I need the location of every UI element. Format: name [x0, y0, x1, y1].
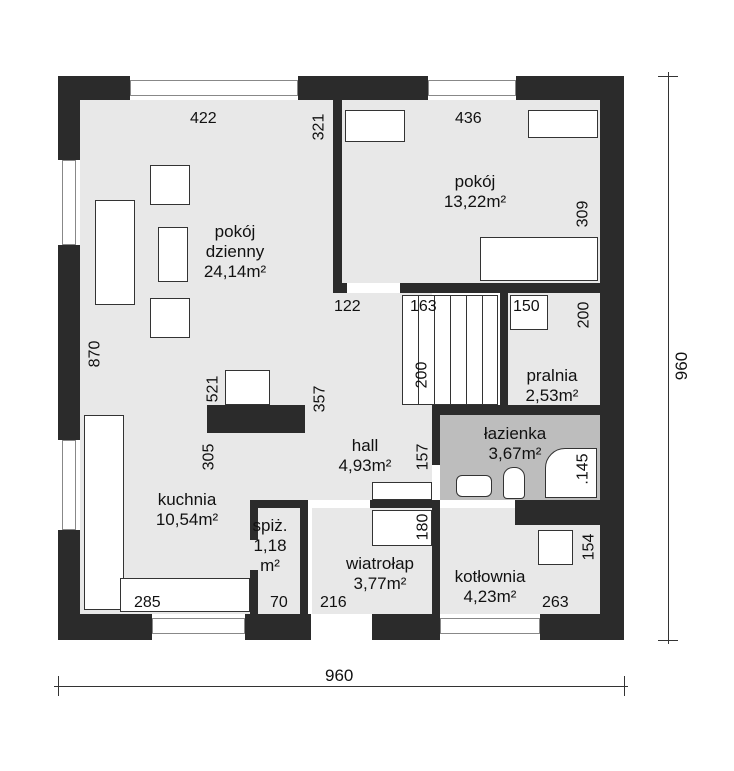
dim-label: 263 — [542, 594, 569, 611]
window — [440, 618, 540, 634]
stairs — [402, 295, 498, 405]
dim-label: 150 — [513, 298, 540, 315]
armchair — [150, 298, 190, 338]
window — [62, 160, 76, 245]
window — [152, 618, 245, 634]
sink — [456, 475, 492, 497]
coffee-table — [158, 227, 188, 282]
window — [130, 80, 298, 96]
room-pantry-fill — [258, 508, 300, 614]
dim-label: 357 — [311, 385, 329, 413]
wall — [245, 614, 311, 640]
wall — [298, 76, 428, 100]
room-boiler-fill — [440, 508, 600, 614]
wall — [432, 405, 600, 415]
wall — [333, 283, 347, 293]
dimension-tick — [658, 76, 678, 77]
dim-label: 157 — [414, 443, 432, 471]
wall — [372, 614, 440, 640]
wall — [250, 570, 258, 614]
dim-label: 70 — [270, 594, 288, 611]
dim-label: 309 — [574, 200, 592, 228]
dim-label: 216 — [320, 594, 347, 611]
wall — [207, 405, 305, 433]
wall — [300, 500, 308, 614]
dimension-tick — [58, 676, 59, 696]
dim-label: 154 — [580, 533, 598, 561]
wall — [333, 100, 342, 290]
dim-label: 870 — [86, 340, 104, 368]
dimension-line-vertical — [668, 72, 669, 644]
wardrobe — [528, 110, 598, 138]
dim-label: 163 — [410, 298, 437, 315]
washing-machine — [510, 295, 548, 330]
desk — [345, 110, 405, 142]
dimension-tick — [624, 676, 625, 696]
dim-label: 321 — [310, 113, 328, 141]
dim-label: 122 — [334, 298, 361, 315]
shower — [545, 448, 597, 498]
dimension-tick — [658, 640, 678, 641]
wall — [432, 500, 440, 614]
dim-label: 521 — [204, 375, 222, 403]
boiler — [538, 530, 573, 565]
kitchen-counter — [84, 415, 124, 610]
overall-height-label: 960 — [672, 351, 692, 381]
wall — [250, 500, 258, 540]
wall — [400, 283, 600, 293]
wall — [58, 245, 80, 440]
armchair — [150, 165, 190, 205]
dim-label: 285 — [134, 594, 161, 611]
sofa — [95, 200, 135, 305]
window — [428, 80, 516, 96]
wall — [58, 614, 152, 640]
wall — [58, 530, 80, 640]
wall — [515, 500, 600, 525]
dim-label: 422 — [190, 110, 217, 127]
wall — [500, 293, 508, 405]
overall-width-label: 960 — [325, 666, 354, 685]
dimension-line-horizontal — [54, 686, 628, 687]
dim-label: 305 — [200, 443, 218, 471]
wall — [432, 405, 440, 465]
kitchen-counter — [120, 578, 250, 612]
wall — [250, 500, 308, 508]
dim-label: 436 — [455, 110, 482, 127]
wall — [58, 76, 80, 160]
bed — [480, 237, 598, 281]
wardrobe — [372, 482, 432, 500]
dim-label: 200 — [413, 361, 431, 389]
wall — [540, 614, 624, 640]
dim-label: 200 — [575, 301, 593, 329]
wall — [600, 76, 624, 640]
wall — [370, 500, 440, 508]
window — [62, 440, 76, 530]
dim-label: 180 — [414, 513, 432, 541]
dim-label: .145 — [574, 453, 592, 485]
toilet — [503, 467, 525, 499]
wardrobe — [372, 510, 432, 546]
fireplace — [225, 370, 270, 405]
